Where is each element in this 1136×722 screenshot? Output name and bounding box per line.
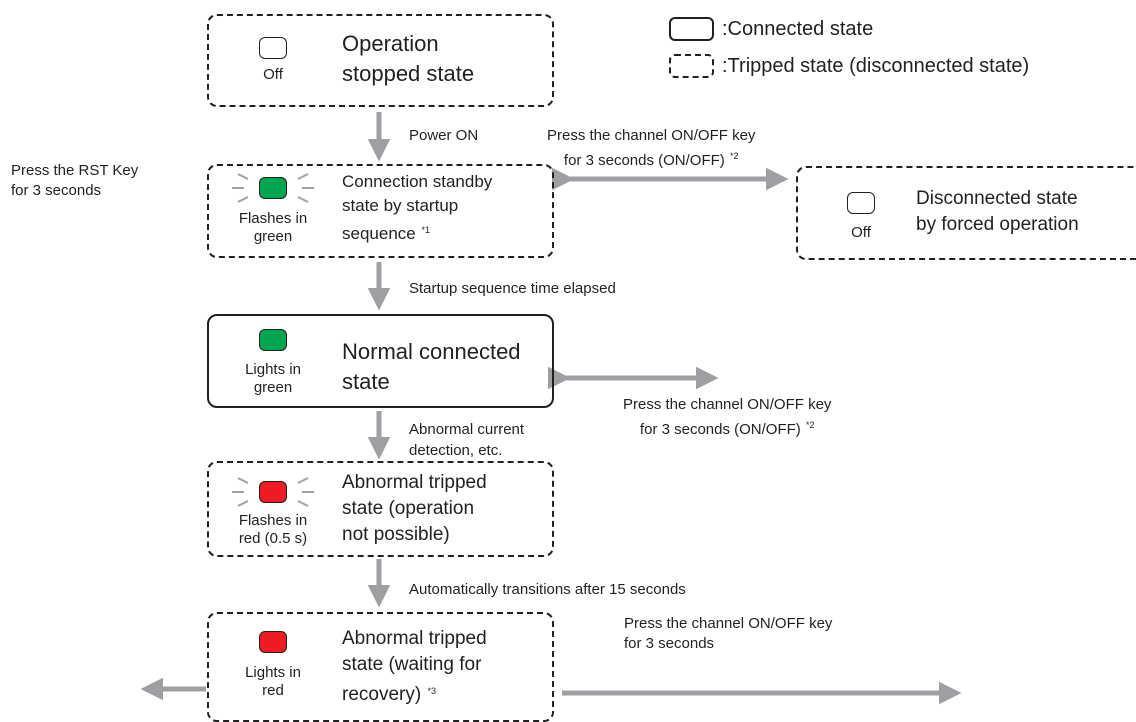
state-title: Operation stopped state — [342, 31, 475, 86]
state-title: Disconnected state by forced operation — [916, 188, 1079, 235]
transition-label-abnormal: Abnormal current detection, etc. — [409, 421, 525, 459]
led-off-icon — [847, 192, 875, 214]
flash-rays-icon — [232, 173, 314, 203]
state-normal-connected — [207, 314, 554, 408]
led-off-icon — [259, 37, 287, 59]
transition-arrows — [140, 112, 962, 705]
transition-label-rst: Press the RST Key for 3 seconds — [11, 162, 139, 199]
state-connection-standby — [207, 164, 554, 258]
transition-label-power-on: Power ON — [409, 127, 479, 144]
transition-label-startup-elapsed: Startup sequence time elapsed — [409, 280, 616, 297]
led-label: Off — [263, 66, 283, 83]
led-label: Lights in red — [245, 664, 301, 699]
led-label: Flashes in green — [238, 210, 308, 245]
legend-tripped-label: :Tripped state (disconnected state) — [722, 55, 1030, 77]
led-label: Lights in green — [245, 361, 301, 396]
transition-label-key-top: Press the channel ON/OFF key for 3 secon… — [547, 127, 756, 169]
state-title: Abnormal tripped state (waiting for reco… — [342, 628, 487, 705]
transition-label-key-mid: Press the channel ON/OFF key for 3 secon… — [623, 396, 832, 438]
state-title: Normal connected state — [342, 339, 521, 394]
led-green-icon — [259, 329, 287, 351]
state-operation-stopped — [207, 14, 554, 107]
led-green-icon — [259, 177, 287, 199]
legend-dashed-swatch — [669, 54, 714, 78]
state-title: Connection standby state by startup sequ… — [342, 172, 493, 243]
legend-connected-label: :Connected state — [722, 18, 874, 40]
legend-solid-swatch — [669, 17, 714, 41]
state-forced-disconnected — [796, 166, 1136, 260]
led-label: Off — [851, 224, 871, 241]
flash-rays-icon — [232, 477, 314, 507]
led-red-icon — [259, 631, 287, 653]
state-abnormal-tripped-flashing — [207, 461, 554, 557]
transition-label-key-bot: Press the channel ON/OFF key for 3 secon… — [624, 615, 833, 652]
transition-label-auto: Automatically transitions after 15 secon… — [409, 581, 686, 598]
led-red-icon — [259, 481, 287, 503]
state-title: Abnormal tripped state (operation not po… — [342, 472, 487, 545]
led-label: Flashes in red (0.5 s) — [238, 512, 308, 547]
